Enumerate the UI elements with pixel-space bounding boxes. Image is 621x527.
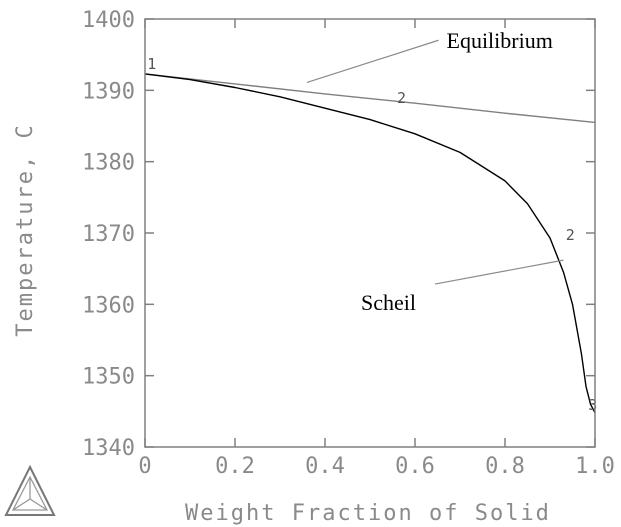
y-axis-label: Temperature, C: [13, 123, 38, 336]
curve-marker-label: 2: [397, 89, 406, 107]
y-tick-label: 1380: [82, 151, 135, 176]
x-tick-label: 0: [138, 454, 151, 479]
software-logo-icon: [4, 464, 56, 516]
curve-marker-label: 2: [566, 226, 575, 244]
y-tick-label: 1340: [82, 436, 135, 461]
curve-marker-label: 3: [588, 396, 597, 414]
annotation-equilibrium: Equilibrium: [447, 28, 553, 53]
series-line-equilibrium: [144, 73, 596, 124]
y-tick-label: 1400: [82, 8, 135, 33]
x-tick-label: 1.0: [575, 454, 615, 479]
curve-marker-label: 1: [147, 55, 156, 73]
x-tick-label: 0.8: [485, 454, 525, 479]
plot-frame: [144, 18, 596, 448]
series-layer: [144, 73, 596, 414]
x-tick-label: 0.6: [395, 454, 435, 479]
y-tick-label: 1390: [82, 79, 135, 104]
y-tick-label: 1360: [82, 293, 135, 318]
series-line-scheil: [144, 73, 596, 414]
x-tick-label: 0.2: [215, 454, 255, 479]
y-tick-label: 1370: [82, 222, 135, 247]
ticks-layer: 0 0.2 0.4 0.6 0.8 1.0 1340 1350 1360 1370 1380 1390…: [82, 8, 615, 479]
annotation-pointer-scheil: [434, 259, 564, 285]
x-tick-label: 0.4: [305, 454, 345, 479]
annotation-pointer-equilibrium: [306, 39, 439, 84]
x-axis-label: Weight Fraction of Solid: [185, 501, 551, 526]
y-tick-label: 1350: [82, 365, 135, 390]
annotation-scheil: Scheil: [361, 290, 416, 315]
